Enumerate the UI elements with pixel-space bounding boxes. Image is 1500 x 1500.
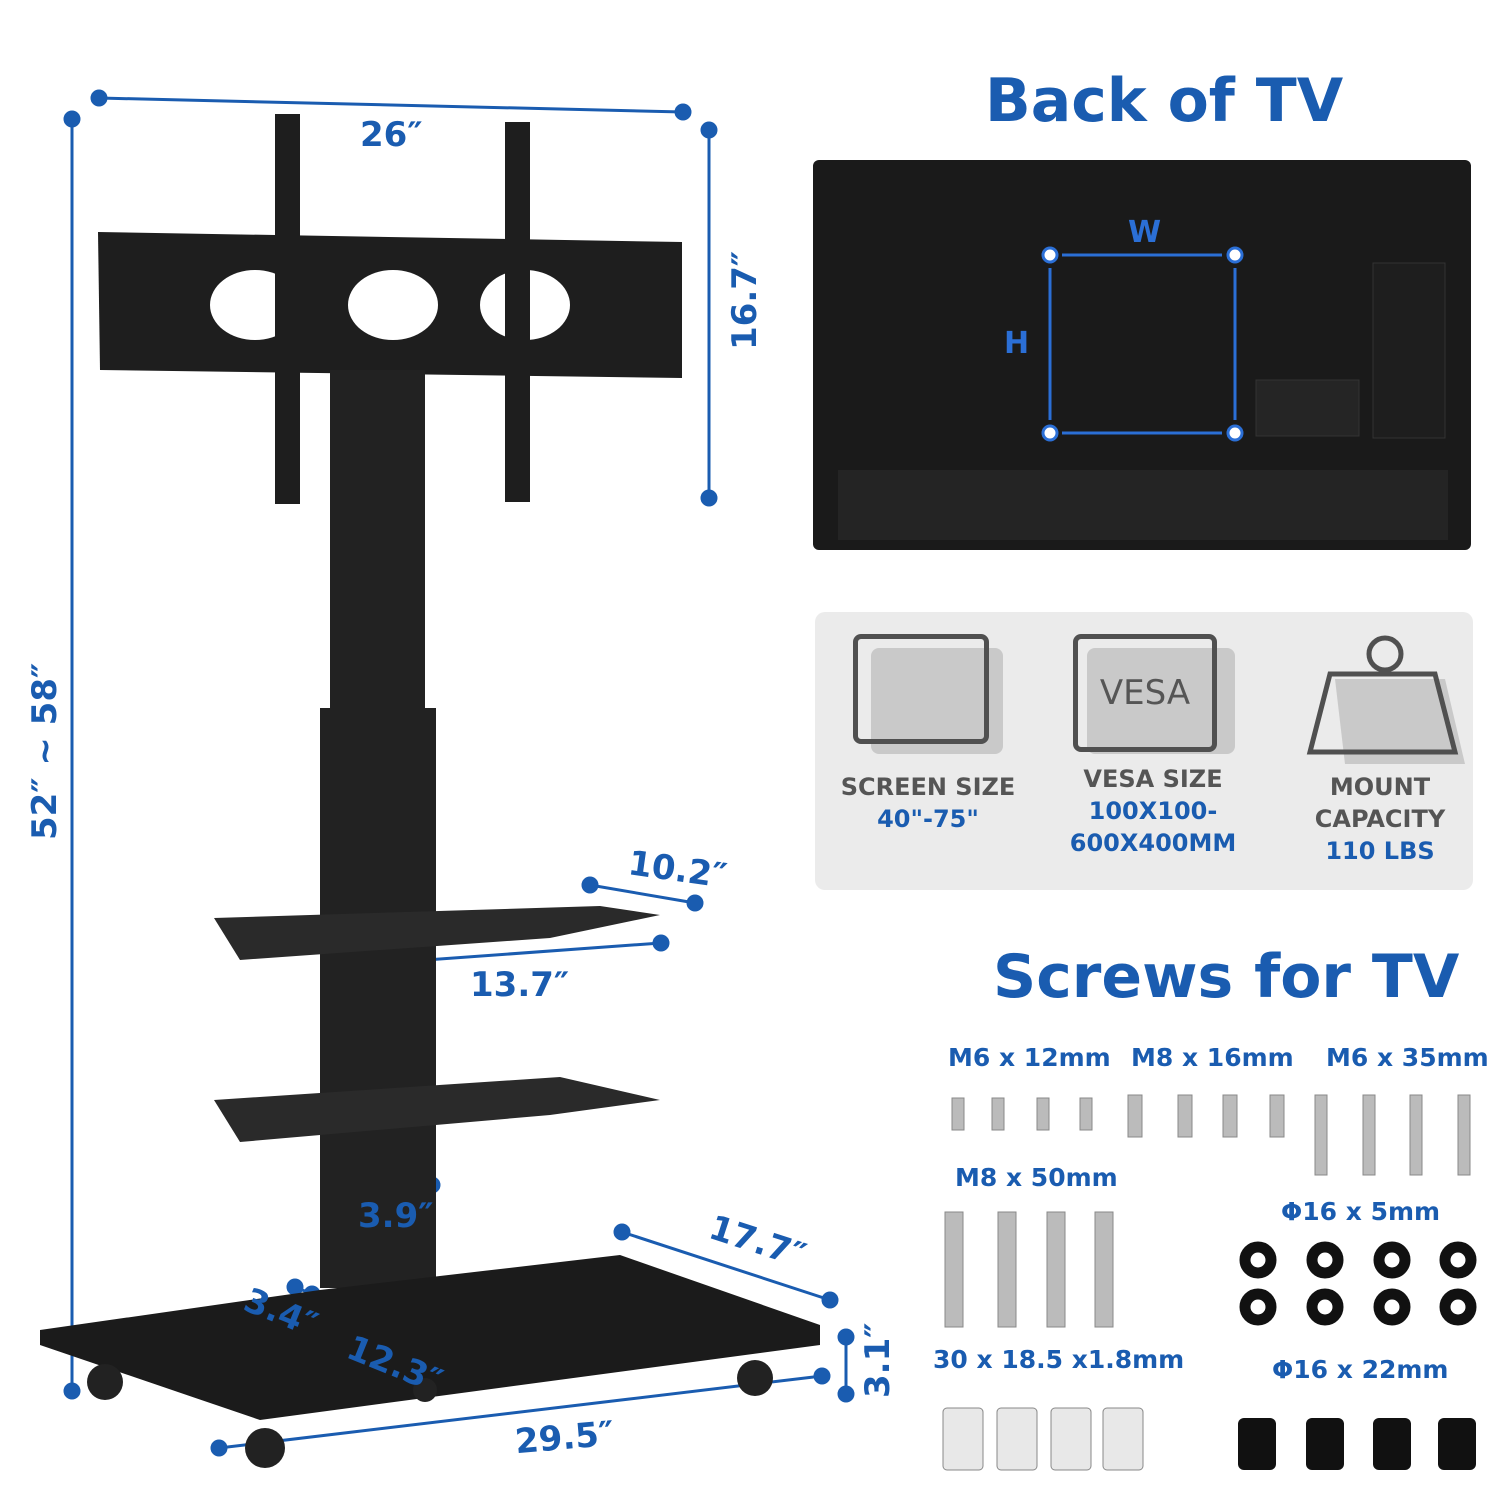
column	[320, 370, 436, 1288]
screw-label: M8 x 16mm	[1131, 1043, 1294, 1072]
dim-shelf-width: 13.7″	[470, 965, 570, 1005]
tv-back-illustration	[813, 160, 1471, 550]
spec-label: MOUNT CAPACITY	[1314, 773, 1446, 833]
spec-vesa-size: VESA VESA SIZE 100X100-600X400MM	[1043, 612, 1263, 859]
screw-label: M6 x 35mm	[1326, 1043, 1489, 1072]
screw-label: M8 x 50mm	[955, 1163, 1118, 1192]
mount-plate	[98, 114, 682, 504]
spec-mount-capacity: MOUNT CAPACITY 110 LBS	[1270, 612, 1490, 867]
back-of-tv-title: Back of TV	[985, 66, 1344, 136]
dim-top-width: 26″	[360, 115, 423, 155]
vesa-width-label: W	[1128, 215, 1162, 250]
spec-label: SCREEN SIZE	[840, 773, 1016, 801]
washer-label: Φ16 x 5mm	[1281, 1197, 1441, 1226]
spacer-plate-label: 30 x 18.5 x1.8mm	[933, 1345, 1185, 1374]
dim-mount-height: 16.7″	[725, 250, 765, 350]
spec-value: 110 LBS	[1325, 837, 1435, 865]
vesa-icon: VESA	[1073, 634, 1235, 759]
screen-size-icon	[853, 634, 1003, 759]
vesa-height-label: H	[1004, 326, 1030, 361]
screw-label: M6 x 12mm	[948, 1043, 1111, 1072]
screw-hardware	[942, 1094, 1477, 1471]
spacer-label: Φ16 x 22mm	[1272, 1355, 1449, 1384]
spec-value: 40"-75"	[877, 805, 979, 833]
shelves	[214, 906, 660, 1142]
dim-total-height: 52″ ~ 58″	[25, 662, 65, 840]
spec-label: VESA SIZE	[1083, 765, 1223, 793]
base	[40, 1255, 820, 1468]
weight-icon	[1305, 634, 1465, 764]
dim-base-height: 3.1″	[858, 1322, 898, 1398]
spec-screen-size: SCREEN SIZE 40"-75"	[818, 612, 1038, 835]
dim-column-width: 3.9″	[358, 1196, 434, 1236]
spec-value: 100X100-600X400MM	[1069, 797, 1237, 857]
spec-panel: SCREEN SIZE 40"-75" VESA VESA SIZE 100X1…	[815, 612, 1473, 890]
screws-title: Screws for TV	[993, 942, 1460, 1012]
